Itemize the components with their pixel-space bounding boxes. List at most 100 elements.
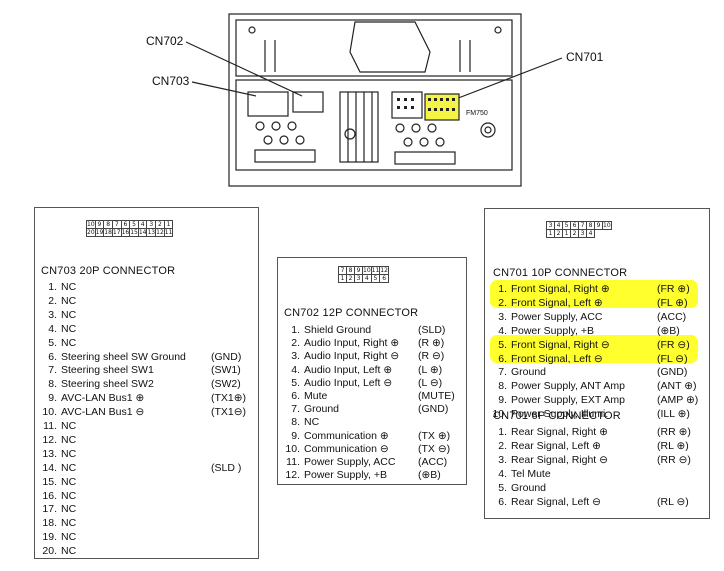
pin-label: Ground [511,366,547,379]
cn702-pin-row: 10.Communication ⊖(TX ⊖) [278,443,450,455]
pin-number: 15. [42,475,57,488]
connector-pin: 8 [346,266,355,275]
connector-pin: 2 [570,229,579,238]
cn702-pin-row: 8. NC [278,416,319,428]
connector-pin: 5 [370,274,381,283]
pin-label: NC [61,517,77,530]
pin-label: Power Supply, ACC [304,456,396,468]
pin-signal: (R ⊕) [418,337,445,350]
pin-signal: (FL ⊕) [657,296,688,309]
pin-label: NC [61,503,77,516]
top-cutout [349,21,431,73]
pin-label: Front Signal, Right ⊕ [511,283,610,295]
heatsink [339,91,379,163]
pin-number: 18. [42,517,57,530]
fm-label: FM750 [466,110,488,117]
pin-signal: (R ⊖) [418,350,445,363]
connector-pin: 9 [94,220,105,229]
connector-pin: 8 [103,220,113,229]
pin-number: 1. [498,426,507,438]
pin-number: 6. [498,495,507,508]
connector-pin: 2 [155,220,165,229]
pin-number: 6. [48,350,57,363]
pin-number: 5. [498,481,507,494]
pin-label: Power Supply, ANT Amp [511,380,625,393]
cn703-pin-row: 19.NC [35,531,76,543]
cn702-pin-row: 6.Mute(MUTE) [278,390,455,402]
pin-number: 4. [48,322,57,335]
cn703-pin-row: 18. NC [35,517,76,529]
pin-label: Communication ⊕ [304,429,389,442]
pin-signal: (ACC) [418,456,448,468]
pin-number: 4. [498,467,507,480]
cn701-6p-row: 3.Rear Signal, Right ⊖(RR ⊖) [485,453,691,466]
pin-label: Rear Signal, Right ⊕ [511,426,608,438]
connector-pin: 12 [155,228,165,237]
connector-pin: 7 [338,266,347,275]
pin-label: Steering sheel SW1 [61,364,154,377]
pin-signal: (ILL ⊕) [657,408,690,421]
pin-label: NC [61,461,77,474]
pin-label: Audio Input, Left ⊕ [304,363,393,376]
cn701-6p-title: CN701 6P CONNECTOR [493,410,621,422]
pin-label: NC [61,531,77,544]
pin-label: Rear Signal, Right ⊖ [511,453,608,466]
connector-pin: 20 [86,228,96,237]
cn701-callout: CN701 [566,50,604,64]
cn703-pin-row: 4.NC [35,323,76,335]
pin-number: 9. [498,394,507,407]
pin-label: Audio Input, Left ⊖ [304,376,393,389]
cn703-pin-row: 7.Steering sheel SW1(SW1) [35,364,241,377]
cn703-title: CN703 20P CONNECTOR [41,265,176,277]
pin-number: 2. [291,337,300,350]
pin-number: 2. [498,439,507,452]
cn701-10p-row: 4.Power Supply, +B(⊕B) [485,325,680,337]
pin-label: Tel Mute [511,467,551,480]
radio-unit-drawing [185,13,563,187]
unit-outline [228,13,522,187]
connector-pin: 3 [578,229,587,238]
pin-label: Ground [511,481,547,494]
pin-label: Audio Input, Right ⊖ [304,350,400,363]
pin-signal: (FR ⊖) [657,338,690,351]
connector-pin: 10 [362,266,372,275]
cn703-pin-row: 2.NC [35,295,76,307]
pin-label: NC [304,416,320,429]
cn703-pin-row: 20.NC [35,545,76,557]
pin-signal: (⊕B) [657,324,680,337]
pin-label: Audio Input, Right ⊕ [304,337,400,350]
cn703-pin-row: 13.NC [35,448,76,460]
pin-number: 12. [42,433,57,446]
cn703-pin-row: 5.NC [35,337,76,349]
connector-pin: 5 [562,221,571,230]
connector-pin: 17 [111,228,122,237]
connector-pin: 10 [602,221,612,230]
pin-number: 2. [498,296,507,309]
cn703-pin-row: 11.NC [35,420,76,432]
pin-label: Front Signal, Left ⊖ [511,352,603,365]
connector-pin: 3 [354,274,363,283]
pin-signal: (RL ⊖) [657,495,689,508]
connector-pin: 7 [111,220,122,229]
connector-pin: 1 [546,229,555,238]
connector-pin: 11 [163,228,174,237]
cn701-10p-row: 2.Front Signal, Left ⊕(FL ⊕) [485,296,687,309]
pin-label: NC [61,433,77,446]
cn701-highlighted-socket [424,93,460,121]
pin-label: Shield Ground [304,324,372,336]
cn703-pin-row: 8.Steering sheel SW2(SW2) [35,378,241,390]
pin-number: 5. [291,376,300,389]
pin-number: 8. [291,416,300,429]
pin-number: 2. [48,294,57,307]
pin-signal: (L ⊖) [418,376,443,389]
pin-label: NC [61,281,77,293]
cn702-pin-row: 7.Ground(GND) [278,403,448,415]
pin-number: 11. [43,420,57,432]
pin-signal: (MUTE) [418,390,455,402]
connector-pin: 2 [346,274,355,283]
